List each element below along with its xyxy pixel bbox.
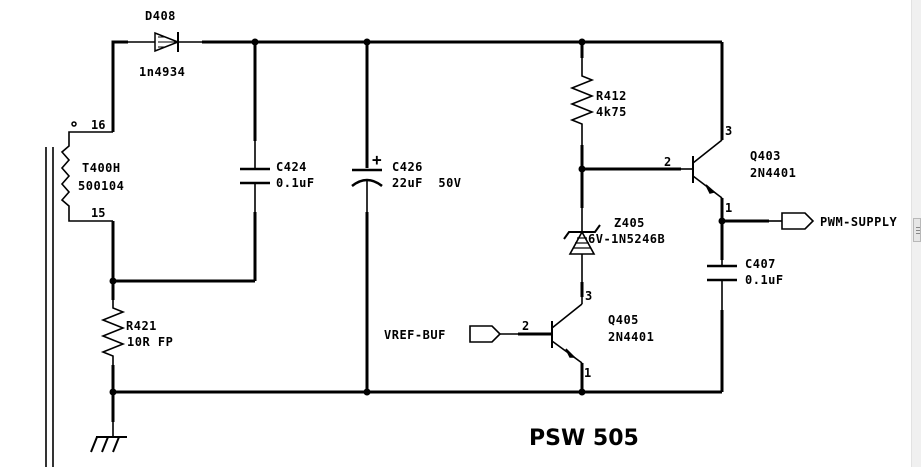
c424-value: 0.1uF [276,176,315,190]
vertical-scrollbar[interactable] [911,0,921,467]
z405-value: 6V-1N5246B [588,232,665,246]
q405-pin-emitter: 1 [584,366,591,380]
capacitor-c424 [240,42,270,281]
q403-pin-base: 2 [664,155,671,169]
q405-value: 2N4401 [608,330,654,344]
c424-ref: C424 [276,160,307,174]
transistor-q403 [692,42,724,260]
q403-value: 2N4401 [750,166,796,180]
c426-value: 22uF 50V [392,176,462,190]
resistor-r421 [100,281,126,392]
polarity-dot-icon [71,121,77,127]
transistor-q405 [500,297,584,392]
wire [111,40,128,132]
q405-pin-base: 2 [522,319,529,333]
pwm-supply-port-label: PWM-SUPPLY [820,215,898,229]
d408-ref: D408 [145,9,176,23]
c407-value: 0.1uF [745,273,784,287]
d408-value: 1n4934 [139,65,185,79]
q405-ref: Q405 [608,313,639,327]
c407-ref: C407 [745,257,776,271]
resistor-r412 [569,42,595,169]
vref-buf-port-label: VREF-BUF [384,328,446,342]
q405-pin-collector: 3 [585,289,592,303]
port-arrow-icon [469,325,502,343]
schematic-title: PSW 505 [529,426,639,451]
q403-pin-emitter: 1 [725,201,732,215]
diode-d408 [128,31,202,53]
q403-pin-collector: 3 [725,124,732,138]
capacitor-c426 [351,42,383,392]
t400h-value: 500104 [78,179,124,193]
c426-polarity: + [372,150,382,169]
grip-line [916,230,920,231]
r412-ref: R412 [596,89,627,103]
t400h-pin-top: 16 [91,118,105,132]
scrollbar-thumb[interactable] [913,218,921,242]
ground-icon [90,392,127,453]
port-arrow-icon [781,212,815,230]
zener-z405 [563,169,601,297]
grip-line [916,227,920,228]
z405-ref: Z405 [614,216,645,230]
t400h-pin-bottom: 15 [91,206,105,220]
grip-line [916,233,920,234]
q403-ref: Q403 [750,149,781,163]
capacitor-c407 [707,238,737,392]
transformer-winding [60,121,113,222]
c426-ref: C426 [392,160,423,174]
r412-value: 4k75 [596,105,627,119]
r421-value: 10R FP [127,335,173,349]
wire [111,221,255,283]
r421-ref: R421 [126,319,157,333]
t400h-ref: T400H [82,161,121,175]
